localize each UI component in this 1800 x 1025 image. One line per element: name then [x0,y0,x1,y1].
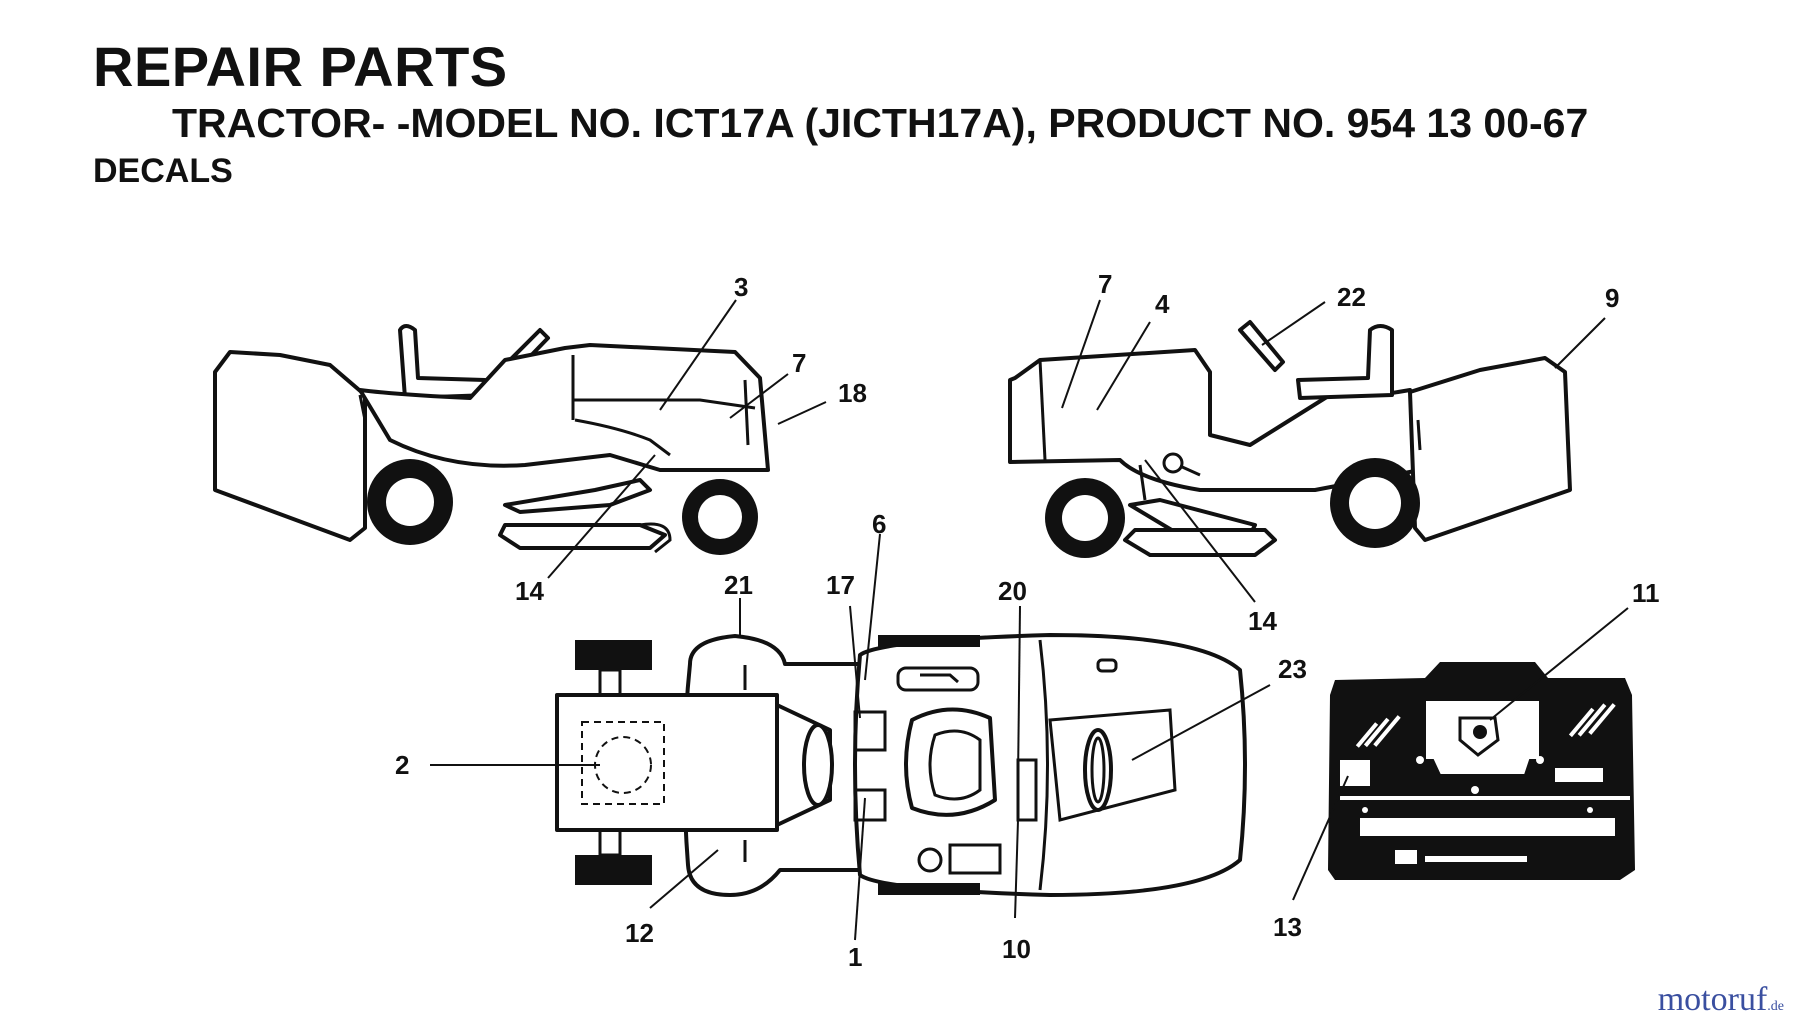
callout-9: 9 [1605,283,1619,313]
callout-18: 18 [838,378,867,408]
tractor-left-side-view [213,324,770,555]
callout-10: 10 [1002,934,1031,964]
watermark-logo: motoruf.de [1658,981,1784,1019]
callout-1: 1 [848,942,862,972]
callout-3: 3 [734,272,748,302]
callout-14: 14 [515,576,544,606]
callout-20: 20 [998,576,1027,606]
tractor-right-side-view [1008,320,1572,558]
callout-13: 13 [1273,912,1302,942]
callout-21: 21 [724,570,753,600]
callout-4: 4 [1155,289,1170,319]
callout-22: 22 [1337,282,1366,312]
callout-6: 6 [872,509,886,539]
callout-7: 7 [1098,269,1112,299]
callout-23: 23 [1278,654,1307,684]
callout-11: 11 [1632,578,1660,608]
callout-17: 17 [826,570,855,600]
watermark-main: motoruf [1657,981,1768,1018]
callouts: 3 7 18 14 7 4 22 9 14 6 21 17 20 2 12 1 … [395,269,1660,972]
tractor-top-view [555,633,1247,897]
section-title: DECALS [93,152,233,190]
page-title: REPAIR PARTS [93,35,508,98]
callout-14: 14 [1248,606,1277,636]
control-panel [1328,662,1635,880]
leader-lines [430,299,1629,941]
watermark-suffix: .de [1767,999,1784,1014]
callout-2: 2 [395,750,409,780]
callout-7: 7 [792,348,806,378]
model-subtitle: TRACTOR- -MODEL NO. ICT17A (JICTH17A), P… [172,100,1589,146]
callout-12: 12 [625,918,654,948]
